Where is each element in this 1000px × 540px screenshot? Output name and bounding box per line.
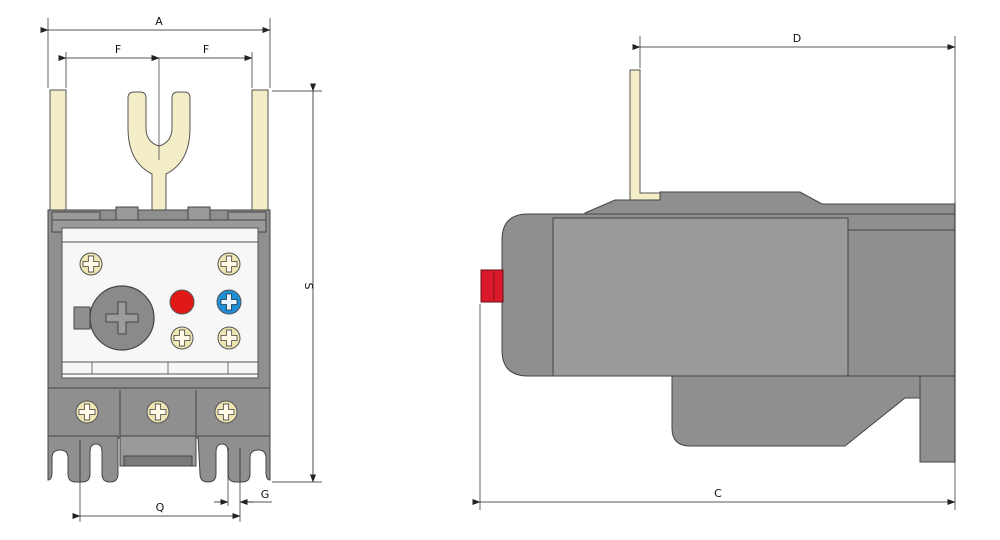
dim-d-label: D xyxy=(793,32,801,45)
front-view: A F F S Q G xyxy=(40,15,322,522)
screw-icon xyxy=(170,326,194,350)
screw-icon xyxy=(75,400,99,424)
side-terminal xyxy=(629,69,661,202)
screw-icon xyxy=(214,400,238,424)
dial-cross-icon xyxy=(105,301,139,335)
top-tab-mid-left xyxy=(115,206,139,221)
top-tab-right xyxy=(227,211,267,221)
dial-lever xyxy=(73,306,91,330)
foot-left xyxy=(47,435,119,483)
dim-c-label: C xyxy=(714,487,722,500)
left-terminal xyxy=(49,89,67,213)
dim-q-label: Q xyxy=(156,501,165,514)
side-lower-housing xyxy=(671,371,921,447)
side-rail-clip xyxy=(919,371,956,463)
side-view: D C xyxy=(472,32,956,510)
right-terminal xyxy=(251,89,269,213)
dim-f-left-label: F xyxy=(115,43,121,56)
screw-icon xyxy=(217,252,241,276)
dim-s-label: S xyxy=(302,283,315,290)
reset-button xyxy=(169,289,195,315)
screw-icon xyxy=(146,400,170,424)
screw-icon xyxy=(217,326,241,350)
foot-right xyxy=(197,435,271,483)
dim-a-label: A xyxy=(155,15,163,28)
dim-g-label: G xyxy=(261,488,270,501)
top-tab-left xyxy=(51,211,101,221)
side-red-button xyxy=(480,269,504,303)
top-tab-mid-right xyxy=(187,206,211,221)
side-panel xyxy=(552,217,849,377)
screw-icon xyxy=(79,252,103,276)
dim-f-right-label: F xyxy=(203,43,209,56)
